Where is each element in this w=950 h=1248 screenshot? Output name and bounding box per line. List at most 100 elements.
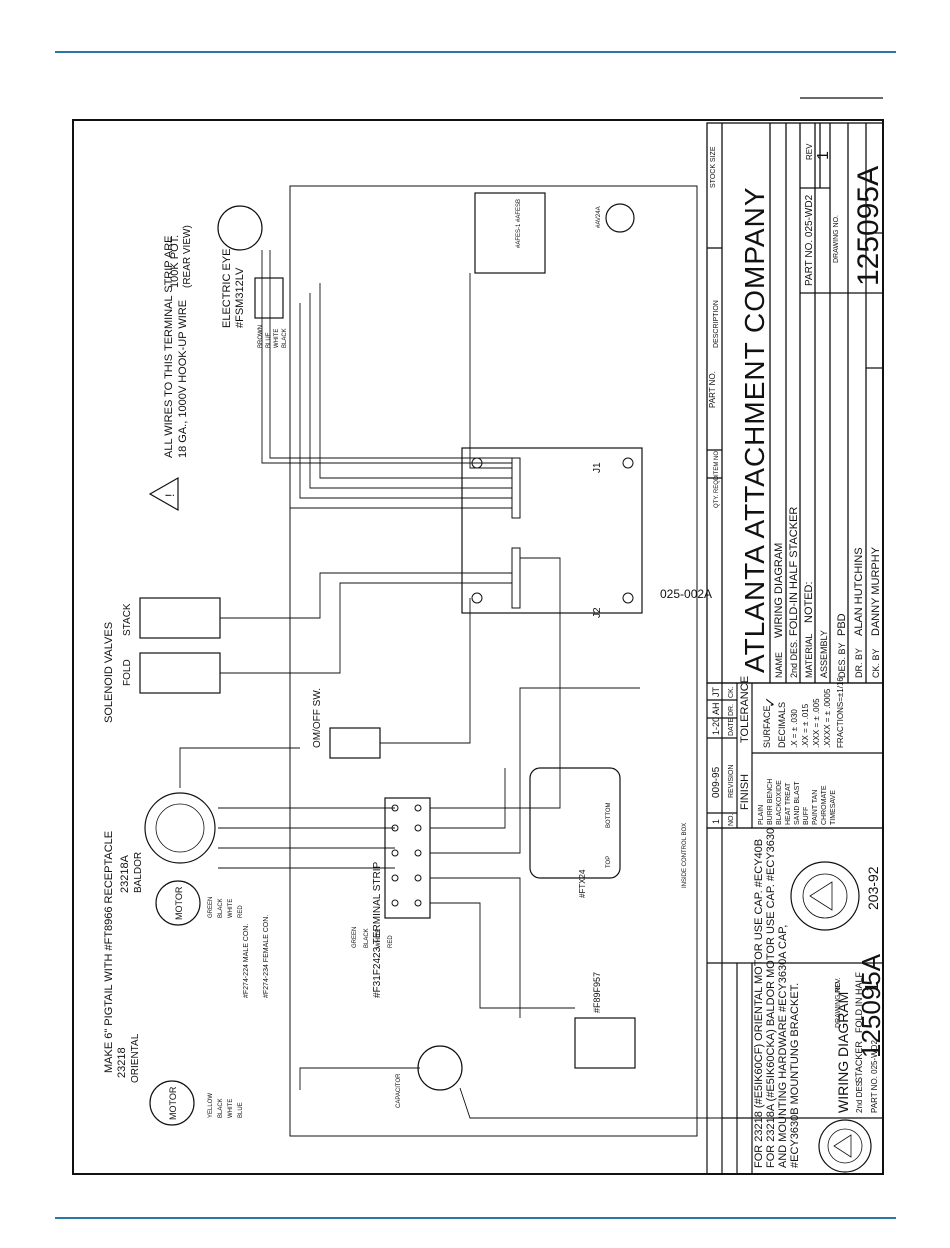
company-name: ATLANTA ATTACHMENT COMPANY	[739, 187, 770, 674]
baldor-motor-number: 23218A	[119, 854, 131, 893]
baldor-wire-white: WHITE	[228, 899, 234, 918]
wires-note-1: ALL WIRES TO THIS TERMINAL STRIP ARE	[163, 235, 175, 458]
eye-wire-black: BLACK	[282, 328, 288, 348]
finish-label: FINISH	[739, 774, 751, 810]
finish-item-7: CHROMATE	[821, 785, 828, 825]
finish-item-4: SAND BLAST	[794, 781, 801, 825]
rotated-drawing: PART NO. STOCK SIZE DESCRIPTION ITEM NO.…	[103, 97, 886, 1175]
surface-label: SURFACE	[762, 705, 772, 748]
tolerance-label: TOLERANCE	[739, 676, 751, 743]
wires	[179, 250, 640, 1090]
drawing-no-label: DRAWING NO.	[833, 215, 840, 263]
female-con-label: #F274-234 FEMALE CON.	[263, 915, 270, 998]
fold-label: FOLD	[122, 659, 133, 686]
potentiometer	[217, 205, 263, 251]
on-off-switch	[329, 727, 381, 759]
small-rev-value: 1	[862, 982, 882, 992]
assembly-label: ASSEMBLY	[819, 630, 829, 678]
warning-mark: !	[163, 494, 177, 497]
pot-view-label: (REAR VIEW)	[182, 225, 193, 288]
wires-note-2: 18 GA., 1000V HOOK-UP WIRE	[177, 300, 189, 458]
eye-wire-blue: BLUE	[266, 332, 272, 348]
rev-head-no: NO.	[728, 814, 735, 827]
relay-label: #F89F957	[592, 972, 602, 1013]
finish-item-5: BUFF	[803, 807, 810, 825]
capacitor-callout-arrow	[459, 1087, 740, 1119]
inside-control-box-label: INSIDE CONTROL BOX	[682, 823, 688, 888]
dr-by-label: DR. BY	[854, 648, 864, 678]
second-des-value: FOLD-IN HALF STACKER	[788, 507, 800, 636]
small-rev-label: REV.	[835, 977, 842, 993]
oriental-motor	[149, 1080, 195, 1126]
solenoid-valves-label: SOLENOID VALVES	[103, 622, 115, 723]
board-label: 025-002A	[660, 587, 712, 601]
transformer-label: #FTX24	[578, 869, 587, 898]
rev-label: REV	[805, 143, 814, 160]
small-drawing-no-label: DRAWING NO.	[835, 980, 842, 1028]
small-part-no: PART NO. 025-WD2	[870, 1040, 879, 1113]
title-qty-label: QTY. REQD	[714, 475, 720, 508]
small-second-des-value: STACKER	[854, 1041, 864, 1083]
inside-control-box	[289, 185, 698, 1137]
decimals-label: DECIMALS	[777, 702, 787, 748]
small-title-block	[706, 827, 884, 1175]
j2-label: J2	[592, 607, 603, 618]
material-value: NOTED:	[803, 581, 815, 623]
baldor-motor-label: MOTOR	[174, 886, 184, 920]
dr-by-value: ALAN HUTCHINS	[853, 547, 865, 636]
oriental-motor-name: ORIENTAL	[130, 1033, 141, 1083]
pot-label: 100K POT.	[169, 235, 181, 288]
switch-roller	[605, 203, 635, 233]
transformer-bottom-label: BOTTOM	[606, 802, 612, 828]
board-mount-holes	[471, 457, 634, 604]
strip-wire-green: GREEN	[352, 927, 358, 948]
connector-j2	[511, 547, 521, 609]
note-line-2: FOR 23218A (#E5IK60CKA) BALDOR MOTOR USE…	[765, 828, 777, 1168]
oriental-wire-yellow: YELLOW	[208, 1093, 214, 1118]
note-line-3: AND MOUNTING HARDWARE #ECY3630A CAP,	[777, 925, 789, 1168]
oriental-wire-white: WHITE	[228, 1099, 234, 1118]
finish-item-0: PLAIN	[758, 805, 765, 825]
electric-eye	[254, 277, 284, 319]
bottom-rule	[55, 1217, 896, 1219]
small-fold-in-half: FOLD IN HALF	[854, 971, 864, 1033]
solenoid-stack	[139, 597, 221, 639]
finish-item-3: HEAT TREAT	[785, 782, 792, 825]
strip-wire-red: RED	[388, 935, 394, 948]
rev-row-dr: AH	[711, 702, 721, 715]
switch-part-label: #AFES-1 #AFESB	[516, 199, 522, 248]
capacitor-label: CAPACITOR	[396, 1073, 402, 1108]
company-seal-small	[818, 1119, 872, 1173]
baldor-motor-name: BALDOR	[133, 852, 144, 893]
capacitor	[417, 1045, 463, 1091]
eye-wire-white: WHITE	[274, 329, 280, 348]
drawing-number: 125095A	[852, 166, 885, 286]
title-part-no-label: PART NO.	[708, 371, 717, 408]
relay	[574, 1017, 636, 1069]
rev-row-date: 1-20	[711, 717, 721, 735]
top-rule	[55, 51, 896, 53]
transformer-top-label: TOP	[606, 856, 612, 868]
note-line-1: FOR 23218 (#E5IK60CF) ORIENTAL MOTOR USE…	[753, 839, 765, 1168]
tolerance-3: .XXXX = ± .0005	[823, 688, 832, 748]
finish-item-8: TIMESAVE	[830, 790, 837, 825]
finish-item-6: PAINT TAN	[812, 790, 819, 825]
transformer	[529, 767, 621, 879]
male-con-label: #F274-224 MALE CON.	[243, 924, 250, 998]
ck-by-label: CK. BY	[871, 648, 881, 678]
baldor-wire-red: RED	[238, 905, 244, 918]
title-item-no-label: ITEM NO.	[714, 449, 720, 476]
switch-lever-label: #AV24A	[596, 206, 602, 228]
eye-wire-brown: BROWN	[258, 325, 264, 348]
warning-icon	[148, 476, 179, 512]
connector-j1	[511, 457, 521, 519]
rev-row-ck: JT	[711, 687, 721, 698]
material-label: MATERIAL	[804, 634, 814, 678]
pigtail-note: MAKE 6" PIGTAIL WITH #FT8966 RECEPTACLE	[103, 831, 115, 1073]
baldor-wire-green: GREEN	[208, 897, 214, 918]
electric-eye-part: #FSM312LV	[234, 267, 246, 328]
strip-wire-black: BLACK	[364, 928, 370, 948]
fractions: FRACTIONS=±1/16	[836, 677, 845, 748]
rev-row-revision: 009-95	[711, 766, 722, 798]
rev-head-date: DATE	[728, 718, 735, 736]
